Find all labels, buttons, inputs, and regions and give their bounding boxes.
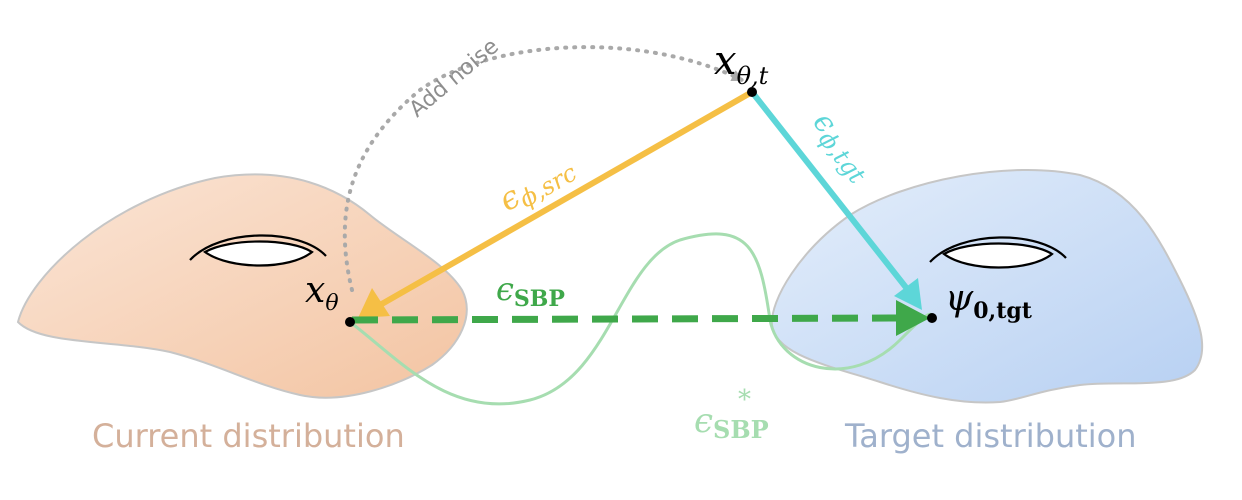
eps-sbp-star-sub: SBP xyxy=(713,415,769,444)
eps-src-label: ϵϕ,src xyxy=(492,146,582,222)
eps-src-sub: ϕ,src xyxy=(515,159,582,214)
psi-point xyxy=(927,313,937,323)
x-theta-t-sub: θ,t xyxy=(737,62,769,90)
x-theta-sub: θ xyxy=(325,291,338,316)
sbp-star-curve xyxy=(349,232,934,406)
x-theta-t-point xyxy=(747,87,757,97)
eye-icon-target xyxy=(929,236,1067,269)
x-theta-label: xθ xyxy=(305,270,339,316)
src-arrow-line xyxy=(378,89,754,308)
eps-sbp-star-label: ϵSBP xyxy=(694,401,769,444)
sbp-arrow-line xyxy=(351,314,901,324)
x-theta-t-base: x xyxy=(714,38,737,84)
eps-sbp-label: ϵSBP xyxy=(496,270,565,312)
psi-sub: 0,tgt xyxy=(973,298,1033,324)
x-theta-base: x xyxy=(305,270,325,311)
eps-sbp-star-base: ϵ xyxy=(694,401,713,441)
eps-sbp-sub: SBP xyxy=(514,286,565,312)
x-theta-t-label: xθ,t xyxy=(714,38,769,90)
target-distribution-label: Target distribution xyxy=(844,417,1137,455)
current-distribution-region xyxy=(16,173,468,399)
current-distribution-label: Current distribution xyxy=(92,417,405,455)
x-theta-point xyxy=(345,317,355,327)
psi-base: ψ xyxy=(945,278,974,319)
target-distribution-region xyxy=(770,169,1204,404)
eps-sbp-star-sup: * xyxy=(738,385,751,415)
sbp-arrow-head xyxy=(896,300,930,336)
add-noise-path xyxy=(342,45,744,292)
src-arrow-head xyxy=(358,288,390,318)
psi-label: ψ0,tgt xyxy=(945,278,1033,324)
tgt-arrow-head xyxy=(894,278,922,310)
eps-tgt-label: ϵϕ,tgt xyxy=(803,105,880,189)
eye-icon-current xyxy=(189,234,327,267)
add-noise-label: Add noise xyxy=(405,34,504,123)
tgt-arrow-line xyxy=(749,90,911,292)
eps-sbp-base: ϵ xyxy=(496,270,514,308)
